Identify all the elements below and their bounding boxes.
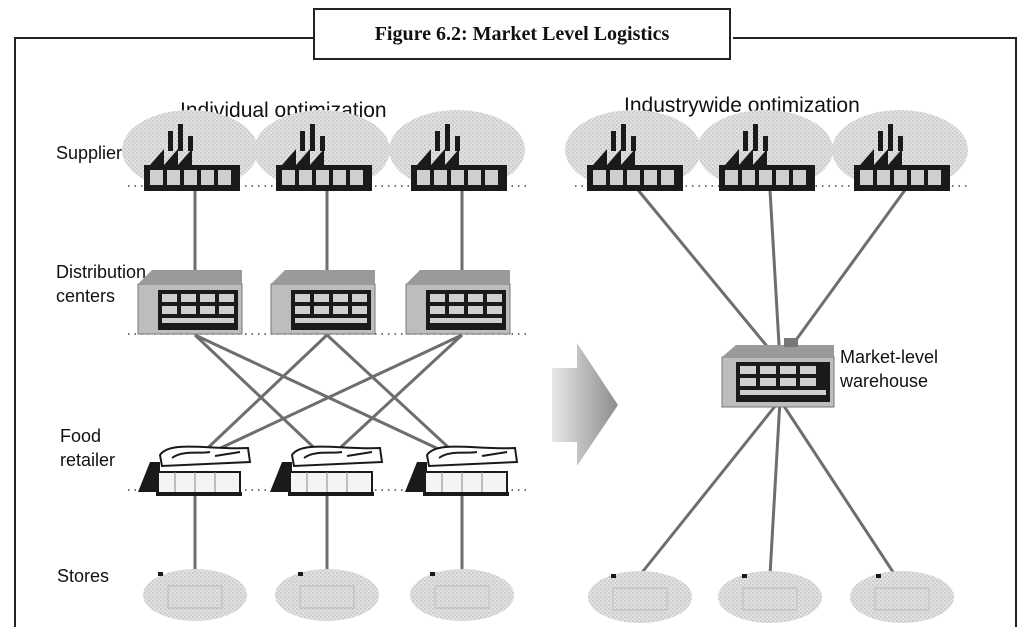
store-icon bbox=[850, 571, 954, 623]
factory-icon bbox=[389, 110, 525, 191]
left-connections bbox=[193, 190, 464, 570]
factory-icon bbox=[565, 110, 701, 191]
right-connections bbox=[636, 189, 907, 576]
store-icon bbox=[588, 571, 692, 623]
distribution-center-icon bbox=[405, 270, 511, 335]
distribution-label-line2: centers bbox=[56, 286, 115, 306]
figure-title-box: Figure 6.2: Market Level Logistics bbox=[313, 8, 731, 60]
distribution-center-icon bbox=[137, 270, 243, 335]
supplier-label: Supplier bbox=[56, 143, 122, 163]
store-icon bbox=[410, 569, 514, 621]
transition-arrow-icon bbox=[552, 343, 618, 466]
factory-icon bbox=[122, 110, 258, 191]
warehouse-label-line2: warehouse bbox=[839, 371, 928, 391]
factory-icon bbox=[254, 110, 390, 191]
frame-right-border bbox=[1015, 37, 1017, 627]
figure-title: Figure 6.2: Market Level Logistics bbox=[374, 22, 670, 45]
dotted-baselines bbox=[128, 185, 970, 491]
right-heading: Industrywide optimization bbox=[624, 94, 860, 117]
retailer-truck-icon bbox=[270, 445, 384, 496]
retailer-label-line1: Food bbox=[60, 426, 101, 446]
store-icon bbox=[143, 569, 247, 621]
distribution-center-icon bbox=[270, 270, 376, 335]
retailer-truck-icon bbox=[405, 445, 519, 496]
warehouse-label-line1: Market-level bbox=[840, 347, 938, 367]
frame-left-border bbox=[14, 37, 16, 627]
factory-icon bbox=[697, 110, 833, 191]
distribution-label-line1: Distribution bbox=[56, 262, 146, 282]
store-icon bbox=[275, 569, 379, 621]
frame-top-right bbox=[733, 37, 1017, 39]
factory-icon bbox=[832, 110, 968, 191]
store-icon bbox=[718, 571, 822, 623]
warehouse-icon bbox=[721, 338, 835, 408]
stores-label: Stores bbox=[57, 566, 109, 586]
retailer-label-line2: retailer bbox=[60, 450, 115, 470]
frame-top-left bbox=[14, 37, 314, 39]
retailer-truck-icon bbox=[138, 445, 252, 496]
